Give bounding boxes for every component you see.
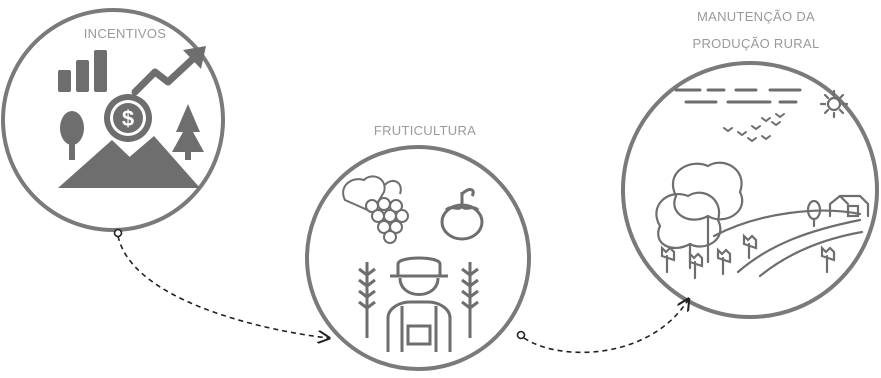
farmer-icon bbox=[386, 256, 452, 352]
stage-incentivos-title: INCENTIVOS bbox=[84, 26, 166, 41]
fruit-icon bbox=[440, 188, 484, 241]
connector-2-path bbox=[523, 300, 688, 354]
stage-manutencao: MANUTENÇÃO DA PRODUÇÃO RURAL bbox=[621, 9, 879, 319]
barn-icon bbox=[828, 194, 870, 218]
birds-icon bbox=[723, 113, 785, 143]
svg-text:$: $ bbox=[122, 106, 134, 131]
connector-1-path bbox=[117, 235, 328, 338]
sun-icon bbox=[819, 89, 849, 119]
tulips-icon bbox=[660, 233, 836, 280]
money-growth-icon: $ bbox=[58, 46, 206, 188]
stage-fruticultura-title: FRUTICULTURA bbox=[374, 123, 476, 138]
wheat-left-icon bbox=[358, 262, 376, 338]
connector-1-start-dot bbox=[113, 228, 123, 238]
stage-manutencao-title-line1: MANUTENÇÃO DA bbox=[697, 9, 815, 24]
farmer-fruit-icon bbox=[342, 175, 484, 352]
connector-2-start-dot bbox=[516, 330, 526, 340]
grapes-icon bbox=[342, 175, 409, 244]
trees-icon bbox=[655, 161, 744, 270]
stage-incentivos: INCENTIVOS $ bbox=[1, 8, 225, 232]
hills-icon bbox=[712, 209, 864, 278]
wheat-right-icon bbox=[461, 262, 479, 338]
clouds-icon bbox=[674, 88, 802, 104]
rural-landscape-icon bbox=[655, 88, 870, 280]
stage-manutencao-title-line2: PRODUÇÃO RURAL bbox=[693, 36, 820, 51]
stage-fruticultura: FRUTICULTURA bbox=[305, 123, 531, 371]
connector-2 bbox=[516, 300, 689, 354]
connector-1 bbox=[113, 228, 329, 339]
small-tree-icon bbox=[806, 199, 822, 228]
stage-manutencao-circle bbox=[621, 61, 879, 319]
